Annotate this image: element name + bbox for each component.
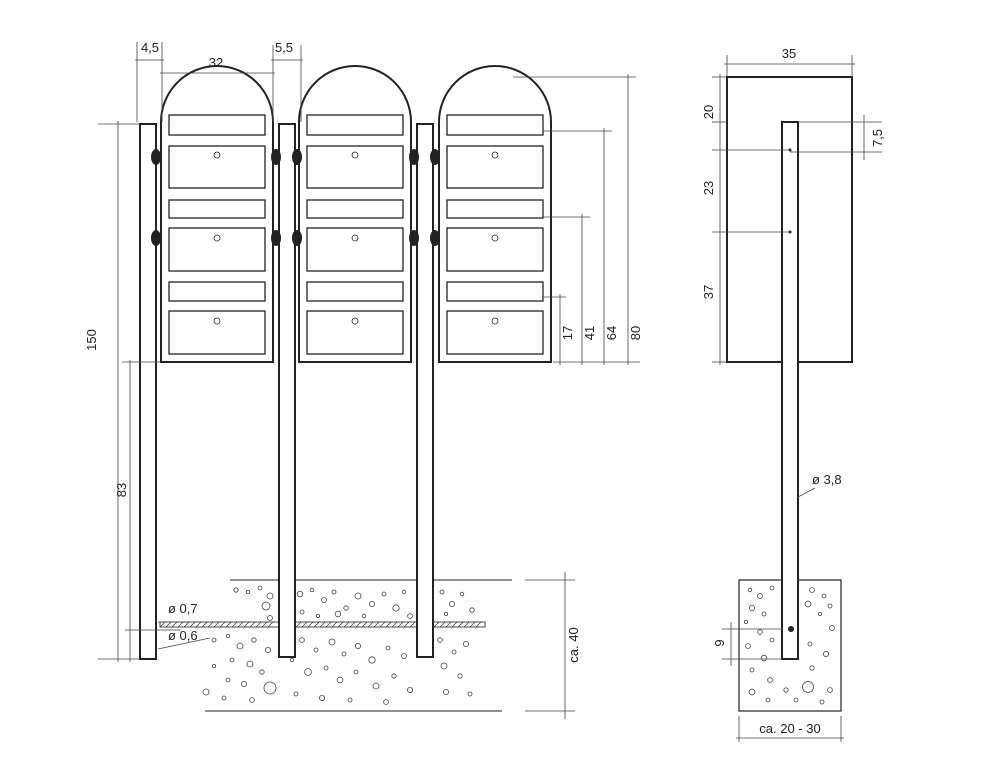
dim-mid-spacing: 23 xyxy=(701,181,716,195)
side-dimension-lines xyxy=(712,55,882,742)
dim-small-offset: 7,5 xyxy=(870,129,885,147)
dim-pole-diameter: ø 3,8 xyxy=(812,472,842,487)
dim-level-41: 41 xyxy=(582,326,597,340)
dim-foundation-width: ca. 20 - 30 xyxy=(759,721,820,736)
mailbox-unit-2 xyxy=(298,65,412,363)
dim-embed-offset: 9 xyxy=(712,639,727,646)
side-view: 35 20 7,5 23 37 ø 3,8 9 ca. 20 - 30 xyxy=(701,46,885,742)
dim-level-80: 80 xyxy=(628,326,643,340)
dim-top-offset: 20 xyxy=(701,105,716,119)
dim-thickness-top: ø 0,7 xyxy=(168,601,198,616)
anchor-pin xyxy=(788,626,794,632)
mailbox-unit-1 xyxy=(160,65,274,363)
post-1 xyxy=(139,123,157,660)
mounting-brackets xyxy=(151,149,440,246)
right-dimension-lines xyxy=(513,74,640,365)
dim-thickness-bottom: ø 0,6 xyxy=(168,628,198,643)
post-3 xyxy=(416,123,434,658)
left-dimension-lines xyxy=(98,121,211,662)
top-dimension-lines xyxy=(135,42,303,122)
dim-total-height: 150 xyxy=(84,329,99,351)
dim-box-depth: 35 xyxy=(782,46,796,61)
post-2 xyxy=(278,123,296,658)
dim-lower-part: 37 xyxy=(701,285,716,299)
side-pole xyxy=(781,121,799,660)
concrete-pebbles xyxy=(744,585,835,705)
front-view: 4,5 32 5,5 150 83 ø 0,7 ø 0,6 17 41 64 8… xyxy=(84,40,643,719)
dim-level-64: 64 xyxy=(604,326,619,340)
dim-post-gap-right: 5,5 xyxy=(275,40,293,55)
soil-pebbles xyxy=(202,585,475,705)
dim-post-free-height: 83 xyxy=(114,483,129,497)
dim-box-width: 32 xyxy=(209,55,223,70)
ground xyxy=(159,579,512,712)
foundation-dimension-lines xyxy=(525,572,575,719)
mailbox-unit-3 xyxy=(438,65,552,363)
dim-post-gap-left: 4,5 xyxy=(141,40,159,55)
dim-level-17: 17 xyxy=(560,326,575,340)
dim-foundation-depth: ca. 40 xyxy=(566,627,581,662)
